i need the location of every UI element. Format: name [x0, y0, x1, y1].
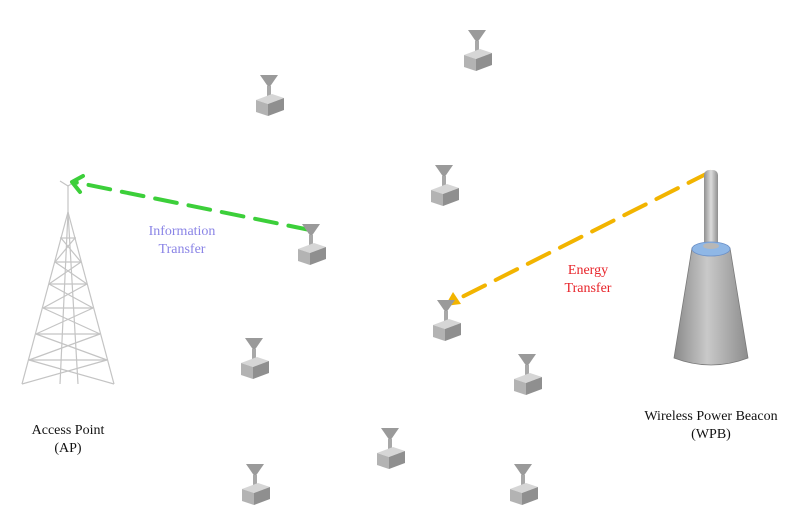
information-transfer-arrow: [70, 174, 312, 232]
beacon-label-line2: (WPB): [691, 426, 731, 442]
device-icon: [242, 464, 270, 505]
device-icon: [377, 428, 405, 469]
access-point-tower-icon: [21, 180, 115, 385]
devices-layer: [241, 30, 542, 505]
device-icon: [256, 75, 284, 116]
information-transfer-label-line1: Information: [148, 224, 216, 239]
wireless-power-beacon-icon: [673, 170, 749, 366]
device-icon: [464, 30, 492, 71]
device-icon: [510, 464, 538, 505]
device-icon: [514, 354, 542, 395]
access-point-label-line1: Access Point: [31, 423, 105, 438]
device-icon: [241, 338, 269, 379]
access-point-label-line2: (AP): [54, 440, 82, 456]
device-icon: [431, 165, 459, 206]
energy-transfer-label: Energy Transfer: [552, 262, 624, 297]
information-transfer-label: Information Transfer: [134, 223, 230, 258]
device-icon: [298, 224, 326, 265]
beacon-label-line1: Wireless Power Beacon: [644, 409, 778, 424]
beacon-label: Wireless Power Beacon (WPB): [626, 408, 796, 443]
energy-transfer-label-line2: Transfer: [564, 280, 612, 296]
access-point-label: Access Point (AP): [18, 422, 118, 457]
device-icon: [433, 300, 461, 341]
energy-transfer-label-line1: Energy: [567, 263, 609, 278]
information-transfer-label-line2: Transfer: [158, 241, 206, 257]
